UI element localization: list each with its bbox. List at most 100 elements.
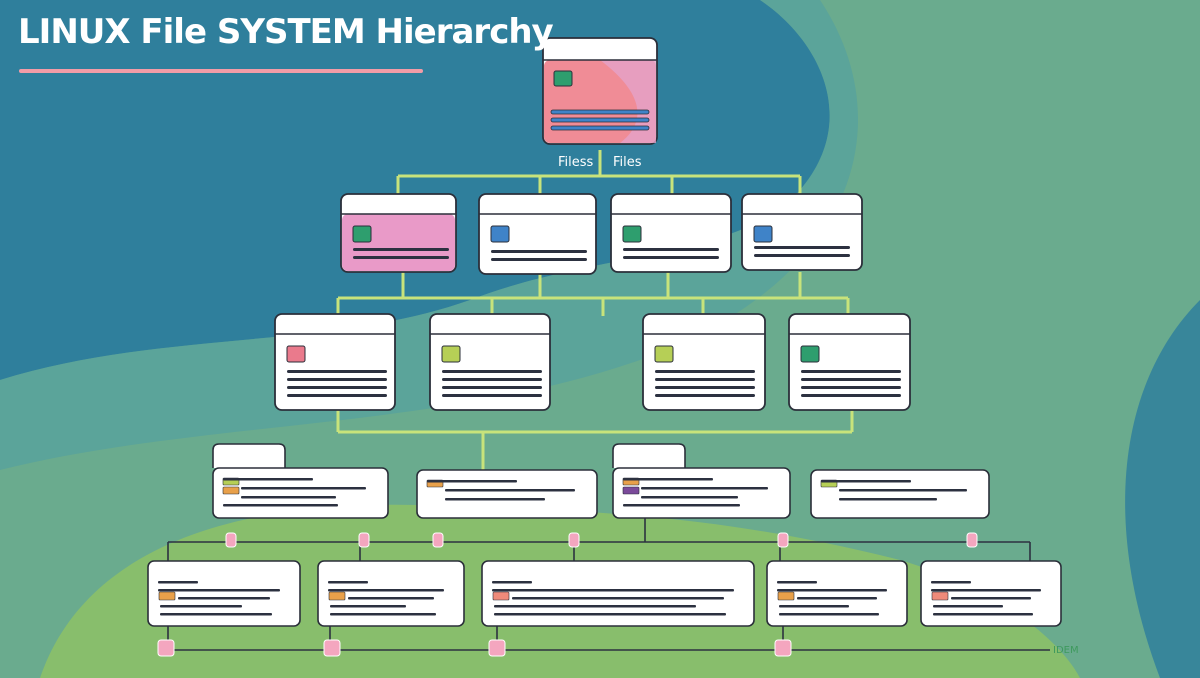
folder-color-icon [490,225,510,243]
text-line [797,597,877,600]
panel-card [612,467,791,519]
level3-panel [612,443,791,519]
text-line [442,370,542,373]
text-line [158,581,198,584]
text-line [550,117,650,123]
panel-card [810,469,990,519]
panel-swatch [777,591,795,601]
text-line [287,370,387,373]
text-line [160,613,272,616]
text-line [655,386,755,389]
level4-panel [920,560,1062,627]
text-line [241,487,366,490]
text-line [623,504,740,507]
text-line [821,480,911,483]
junction-node [225,532,237,548]
diagram-title: LINUX File SYSTEM Hierarchy [18,12,554,52]
text-line [348,597,434,600]
text-line [779,605,849,608]
junction-node [323,639,341,657]
background-blob-right [1125,300,1200,678]
junction-node [774,639,792,657]
text-line [655,378,755,381]
text-line [933,613,1033,616]
level4-panel [481,560,755,627]
text-line [931,581,971,584]
text-line [442,378,542,381]
junction-node [966,532,978,548]
root-label-right: Files [613,155,642,170]
junction-node [157,639,175,657]
text-line [512,597,724,600]
text-line [623,478,713,481]
folder-card [741,193,863,271]
text-line [158,589,280,592]
text-line [655,370,755,373]
text-line [839,498,937,501]
panel-swatch [931,591,949,601]
folder-color-icon [441,345,461,363]
folder-color-icon [622,225,642,243]
panel-swatch [222,486,240,495]
text-line [931,589,1041,592]
level1-folder [741,193,863,271]
text-line [328,581,368,584]
text-line [951,597,1031,600]
text-line [777,589,887,592]
panel-swatch [158,591,176,601]
text-line [492,589,734,592]
text-line [655,394,755,397]
text-line [330,605,406,608]
folder-color-icon [753,225,773,243]
folder-color-icon [654,345,674,363]
text-line [933,605,1003,608]
text-line [491,250,587,253]
text-line [442,386,542,389]
text-line [623,256,719,259]
text-line [492,581,532,584]
folder-color-icon [286,345,306,363]
panel-tab [212,443,286,468]
junction-node [777,532,789,548]
text-line [353,248,449,251]
level4-panel [317,560,465,627]
text-line [330,613,436,616]
text-line [287,378,387,381]
folder-color-icon [553,70,573,87]
text-line [494,613,726,616]
level3-panel [212,443,389,519]
text-line [160,605,242,608]
level3-panel [810,469,990,519]
text-line [550,109,650,115]
panel-card [481,560,755,627]
text-line [178,597,270,600]
panel-card [920,560,1062,627]
text-line [801,378,901,381]
text-line [754,254,850,257]
level2-folder [788,313,911,411]
root-folder [542,37,658,145]
text-line [491,258,587,261]
panel-swatch [622,486,640,495]
text-line [641,496,738,499]
text-line [241,496,336,499]
text-line [494,605,696,608]
junction-node [358,532,370,548]
text-line [801,394,901,397]
level4-panel [147,560,301,627]
text-line [550,125,650,131]
text-line [427,480,517,483]
junction-node [568,532,580,548]
text-line [353,256,449,259]
panel-tab [612,443,686,468]
text-line [623,248,719,251]
text-line [779,613,879,616]
panel-swatch [328,591,346,601]
level4-panel [766,560,908,627]
text-line [445,489,575,492]
panel-card [317,560,465,627]
title-underline [19,69,423,73]
text-line [223,478,313,481]
panel-card [766,560,908,627]
